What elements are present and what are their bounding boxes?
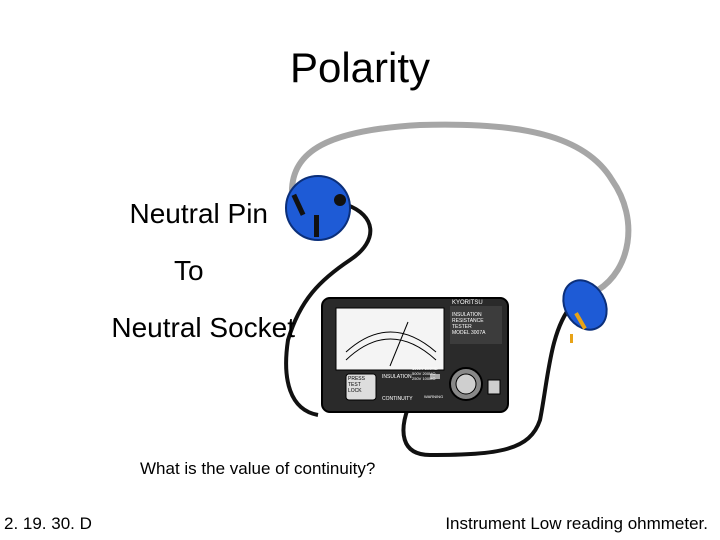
probe-clip [562, 279, 608, 343]
meter-panel-text: INSULATION RESISTANCE TESTER MODEL 3007A [452, 312, 486, 336]
label-to: To [174, 255, 204, 286]
meter-warning: WARNING [424, 394, 444, 399]
dial-label-continuity: CONTINUITY [382, 396, 413, 402]
slide-title: Polarity [289, 44, 431, 91]
label-neutral-socket: Neutral Socket [111, 312, 295, 343]
slide-number: 2. 19. 30. D [4, 514, 92, 533]
plug-face [285, 175, 351, 241]
dial-label-insulation: INSULATION [382, 374, 412, 380]
meter-test-button: PRESS TEST LOCK [348, 376, 365, 394]
black-lead-meter-to-probe [401, 303, 574, 458]
label-neutral-pin: Neutral Pin [129, 198, 268, 229]
question-text: What is the value of continuity? [140, 459, 376, 478]
gray-test-lead [288, 121, 632, 293]
ohmmeter [321, 297, 509, 413]
black-lead-plug-to-meter [284, 203, 373, 417]
meter-brand: KYORITSU [452, 300, 483, 306]
meter-info-lines: 1000V 500MΩ 500V 200MΩ 250V 100MΩ [412, 366, 438, 381]
slide-caption: Instrument Low reading ohmmeter. [445, 514, 708, 533]
